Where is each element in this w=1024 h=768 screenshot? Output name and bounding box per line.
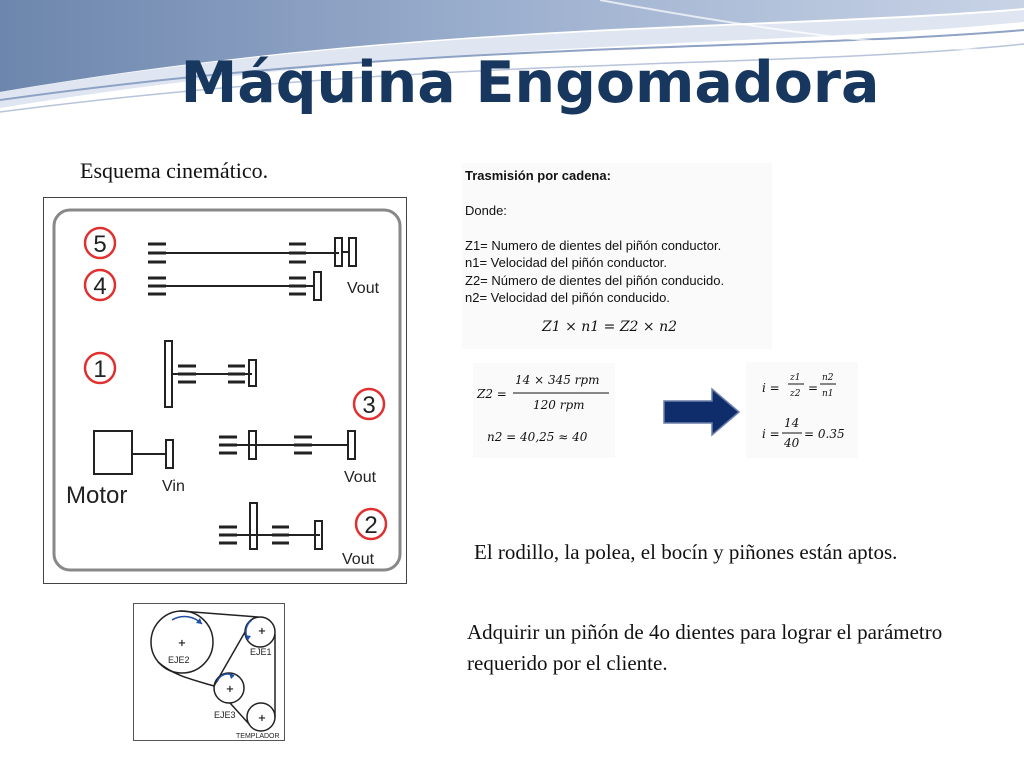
right-arrow-icon: [663, 387, 741, 437]
slide-title: Máquina Engomadora: [180, 50, 880, 116]
donde-label: Donde:: [465, 203, 507, 218]
pulley-diagram: + + + + EJE2 EJE1 EJE3 TEMPLADOR: [133, 603, 285, 741]
plus-eje3: +: [226, 684, 234, 695]
ratio-result: = 0.35: [804, 427, 845, 441]
note-components-ok: El rodillo, la polea, el bocín y piñones…: [474, 540, 898, 564]
note-acquire-pinion: Adquirir un piñón de 4o dientes para log…: [467, 620, 943, 675]
schema-drawing: 5 4 1 3 2: [52, 208, 402, 572]
vout-label-2: Vout: [342, 551, 375, 568]
vin-label: Vin: [162, 478, 185, 495]
z2-numerator: 14 × 345 rpm: [515, 373, 599, 387]
plus-templador: +: [258, 713, 266, 724]
vout-label-3: Vout: [344, 469, 377, 486]
definition-n1: n1= Velocidad del piñón conductor.: [465, 255, 668, 270]
z2-calculation: Z2 = 14 × 345 rpm 120 rpm n2 = 40,25 ≈ 4…: [473, 363, 615, 458]
z2-lhs: Z2 =: [476, 387, 507, 401]
circle-2: [354, 507, 388, 541]
plus-eje2: +: [178, 638, 186, 649]
number-4: 4: [93, 273, 106, 300]
ratio-n1: n1: [822, 389, 834, 399]
number-1: 1: [93, 356, 106, 383]
i-lhs-2: i =: [762, 427, 780, 441]
motor-label: Motor: [66, 482, 127, 509]
ratio-z1: z1: [789, 373, 800, 383]
kinematic-schema: 5 4 1 3 2: [43, 197, 407, 584]
circle-1: [83, 351, 117, 385]
ratio-denominator: 40: [783, 436, 800, 450]
i-lhs-1: i =: [762, 381, 780, 395]
n2-result: n2 = 40,25 ≈ 40: [487, 430, 588, 444]
ratio-equals: =: [808, 381, 818, 395]
schema-frame: [52, 208, 402, 572]
label-eje1: EJE1: [250, 647, 272, 657]
circle-4: [83, 268, 117, 302]
definition-z1: Z1= Numero de dientes del piñón conducto…: [465, 238, 722, 253]
ratio-z2: z2: [789, 389, 801, 399]
subtitle: Esquema cinemático.: [80, 158, 269, 183]
header-swoosh: [0, 0, 1024, 113]
definition-z2: Z2= Número de dientes del piñón conducid…: [465, 273, 725, 288]
label-eje3: EJE3: [214, 710, 236, 720]
circle-3: [352, 387, 386, 421]
z2-denominator: 120 rpm: [533, 398, 585, 412]
transmission-heading: Trasmisión por cadena:: [465, 168, 611, 183]
transmission-box: Trasmisión por cadena: Donde: Z1= Numero…: [462, 163, 772, 349]
vout-label-4: Vout: [347, 280, 380, 297]
ratio-numerator: 14: [784, 416, 799, 430]
label-templador: TEMPLADOR: [236, 733, 280, 740]
label-eje2: EJE2: [168, 655, 190, 665]
plus-eje1: +: [258, 626, 266, 637]
definition-n2: n2= Velocidad del piñón conducido.: [465, 290, 670, 305]
chain-equation: Z1 × n1 = Z2 × n2: [542, 319, 678, 335]
number-5: 5: [93, 231, 106, 258]
ratio-n2: n2: [822, 373, 834, 383]
ratio-calculation: i = z1 z2 = n2 n1 i = 14 40 = 0.35: [746, 362, 858, 458]
number-2: 2: [364, 512, 377, 539]
number-3: 3: [362, 392, 375, 419]
circle-5: [83, 226, 117, 260]
